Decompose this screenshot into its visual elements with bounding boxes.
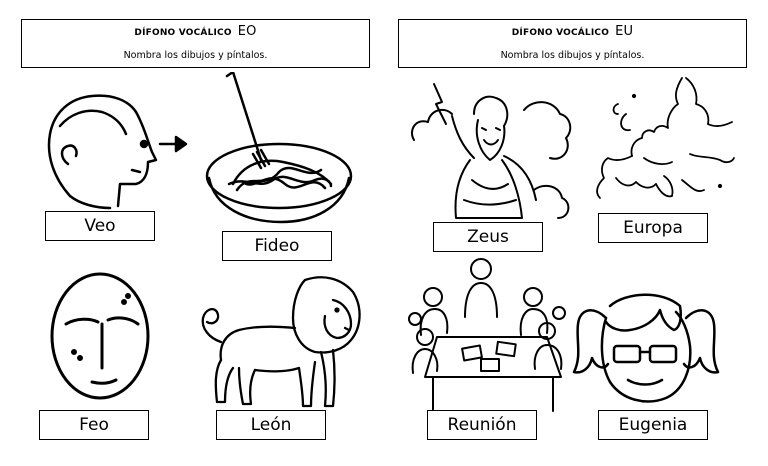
diphthong-pair: EU [615, 24, 634, 39]
lion-icon [201, 276, 361, 408]
label-zeus: Zeus [433, 222, 543, 252]
header-title: DÍFONO VOCÁLICO EU [399, 24, 746, 39]
header-title: DÍFONO VOCÁLICO EO [22, 24, 369, 39]
meeting-icon [408, 258, 566, 412]
label-feo: Feo [39, 410, 149, 440]
worksheet-header-eu: DÍFONO VOCÁLICO EU Nombra los dibujos y p… [398, 19, 747, 68]
head-looking-icon [47, 94, 188, 210]
header-instruction: Nombra los dibujos y píntalos. [500, 50, 645, 61]
zeus-icon [410, 83, 572, 219]
ugly-face-icon [50, 272, 150, 400]
girl-with-glasses-icon [572, 293, 720, 403]
diphthong-pair: EO [237, 24, 257, 39]
spaghetti-bowl-icon [205, 72, 353, 224]
label-eugenia: Eugenia [598, 410, 708, 440]
title-text: DÍFONO VOCÁLICO [511, 28, 610, 38]
label-leon: León [216, 410, 326, 440]
label-fideo: Fideo [222, 231, 332, 261]
worksheet-header-eo: DÍFONO VOCÁLICO EO Nombra los dibujos y p… [21, 19, 370, 68]
header-instruction: Nombra los dibujos y píntalos. [123, 50, 268, 61]
label-reunion: Reunión [427, 410, 537, 440]
title-text: DÍFONO VOCÁLICO [134, 28, 232, 38]
europe-map-icon [596, 77, 735, 199]
label-europa: Europa [598, 213, 708, 243]
label-veo: Veo [45, 211, 155, 241]
